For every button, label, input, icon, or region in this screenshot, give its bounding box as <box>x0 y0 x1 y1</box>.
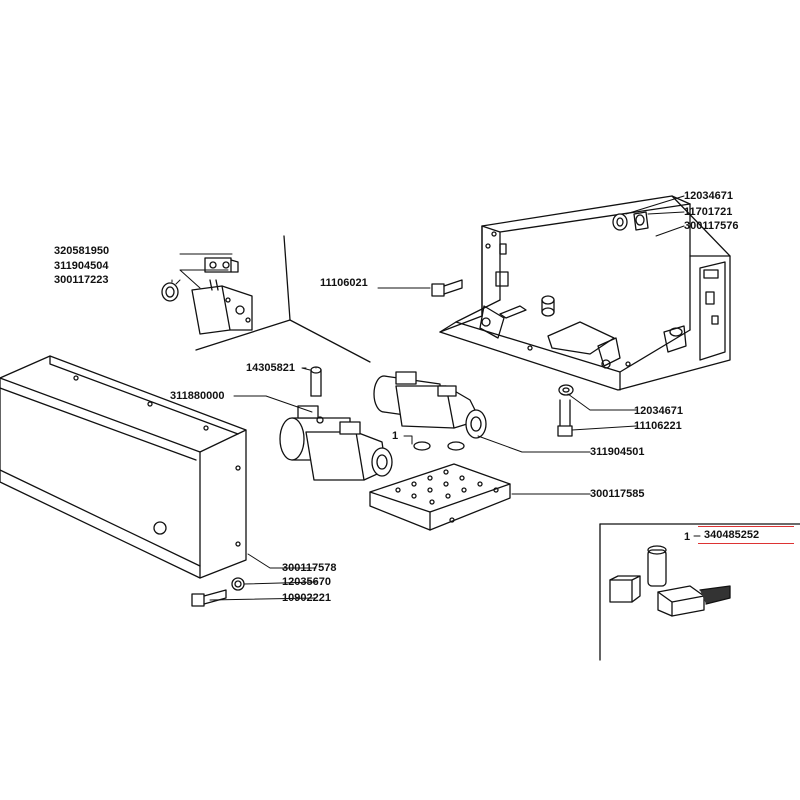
part-label-300117578: 300117578 <box>282 562 337 574</box>
part-label-12034671-mid: 12034671 <box>634 405 683 417</box>
part-label-311880000: 311880000 <box>170 390 225 402</box>
solenoid-coil <box>161 279 253 335</box>
part-label-12035670: 12035670 <box>282 576 331 588</box>
washer-12035670 <box>231 577 245 591</box>
o-rings <box>413 441 465 451</box>
part-label-340485252: 340485252 <box>704 529 760 541</box>
part-label-320581950: 320581950 <box>54 245 110 257</box>
part-label-300117585: 300117585 <box>590 488 645 500</box>
solenoid-connector <box>204 257 239 273</box>
washer-top <box>612 211 649 231</box>
screw-10902221 <box>191 589 227 607</box>
part-label-11106021: 11106021 <box>320 277 368 289</box>
screw-11106221 <box>557 399 573 437</box>
valve-311904501 <box>373 371 487 439</box>
screw-11106021 <box>431 279 463 297</box>
separator-line <box>283 235 291 321</box>
leader-lines <box>171 195 701 601</box>
control-box-housing <box>439 195 731 391</box>
part-label-300117576: 300117576 <box>684 220 739 232</box>
valve-311880000 <box>279 405 393 481</box>
part-label-11701721: 11701721 <box>684 206 733 218</box>
part-label-10902221: 10902221 <box>282 592 331 604</box>
highlight-box <box>698 526 794 544</box>
part-label-12034671-top: 12034671 <box>684 190 733 202</box>
seal-qty-label: 1 <box>392 430 399 442</box>
kit-qty-label: 1 <box>684 531 691 543</box>
part-label-11106221: 11106221 <box>634 420 682 432</box>
screw-14305821 <box>310 366 322 397</box>
part-label-14305821: 14305821 <box>246 362 295 374</box>
washer-12034671 <box>558 384 574 396</box>
part-label-311904504: 311904504 <box>54 260 109 272</box>
side-cover <box>0 355 247 579</box>
part-label-300117223: 300117223 <box>54 274 109 286</box>
kit-inset <box>599 523 800 661</box>
part-label-311904501: 311904501 <box>590 446 645 458</box>
manifold-plate <box>369 463 511 531</box>
